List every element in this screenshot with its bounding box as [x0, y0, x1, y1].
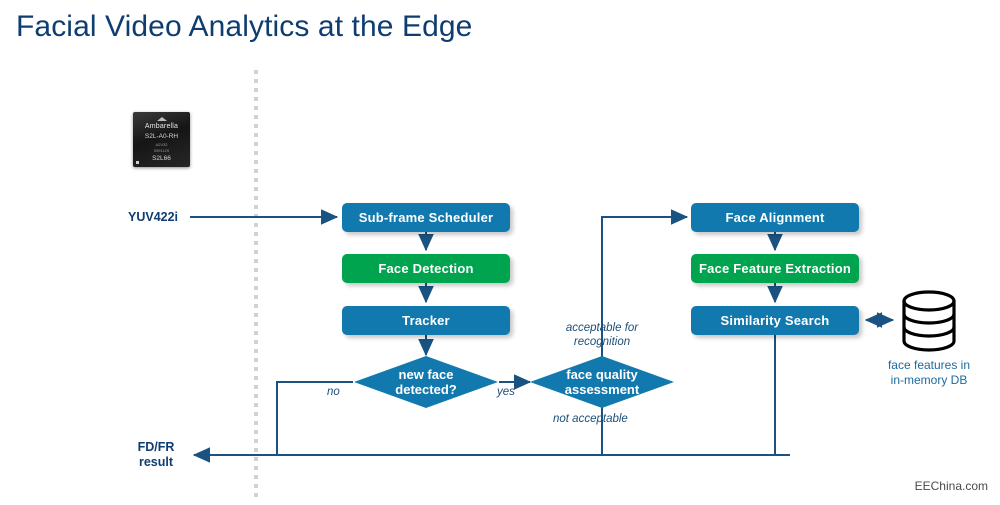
decision-label: new face detected?	[353, 355, 499, 409]
chip-code-1: A2V32	[155, 142, 168, 147]
box-label: Similarity Search	[720, 313, 830, 328]
decision-new-face-detected[interactable]: new face detected?	[353, 355, 499, 409]
process-box-similarity-search[interactable]: Similarity Search	[691, 306, 859, 335]
decision-face-quality-assessment[interactable]: face quality assessment	[529, 355, 675, 409]
process-box-face-feature-extraction[interactable]: Face Feature Extraction	[691, 254, 859, 283]
section-divider	[254, 70, 258, 500]
box-label: Face Feature Extraction	[699, 261, 851, 276]
edge-label-not-acceptable: not acceptable	[553, 413, 628, 425]
decision-label-line2: detected?	[395, 382, 457, 397]
chip-pin1-marker	[136, 161, 139, 164]
process-box-tracker[interactable]: Tracker	[342, 306, 510, 335]
output-label-line1: FD/FR	[137, 440, 175, 454]
diamond-shape	[354, 356, 498, 408]
db-caption: face features in in-memory DB	[869, 358, 989, 388]
ambarella-logo-icon	[156, 117, 167, 121]
edge-label-acceptable-for-recognition: acceptable for recognition	[542, 321, 662, 349]
box-label: Sub-frame Scheduler	[358, 210, 494, 225]
diamond-shape	[530, 356, 674, 408]
output-label-line2: result	[138, 455, 174, 469]
edge-label-line2: recognition	[573, 336, 631, 348]
chip-part-number: S2L-A0-RH	[144, 133, 179, 140]
chip-model: S2L66	[152, 155, 171, 162]
chip-code-2: 5991129	[153, 148, 170, 153]
box-label: Face Detection	[378, 261, 474, 276]
input-label-yuv422i: YUV422i	[128, 210, 179, 224]
in-memory-db-icon	[898, 290, 960, 352]
decision-label-line1: face quality	[566, 367, 638, 382]
box-label: Face Alignment	[725, 210, 825, 225]
ambarella-soc-chip: Ambarella S2L-A0-RH A2V32 5991129 S2L66	[133, 112, 190, 167]
decision-label-line1: new face	[398, 367, 454, 382]
process-box-face-detection[interactable]: Face Detection	[342, 254, 510, 283]
process-box-face-alignment[interactable]: Face Alignment	[691, 203, 859, 232]
edge-label-line1: acceptable for	[565, 322, 639, 334]
process-box-sub-frame-scheduler[interactable]: Sub-frame Scheduler	[342, 203, 510, 232]
decision-label: face quality assessment	[529, 355, 675, 409]
box-label: Tracker	[402, 313, 450, 328]
edge-label-no: no	[327, 386, 340, 398]
edge-label-yes: yes	[497, 386, 515, 398]
decision-label-line2: assessment	[564, 382, 640, 397]
db-caption-line1: face features in	[887, 358, 971, 372]
output-label-fd-fr-result: FD/FR result	[120, 440, 192, 470]
db-caption-line2: in-memory DB	[890, 373, 968, 387]
page-title: Facial Video Analytics at the Edge	[16, 10, 473, 43]
watermark: EEChina.com	[914, 479, 988, 493]
chip-brand-label: Ambarella	[144, 123, 179, 130]
